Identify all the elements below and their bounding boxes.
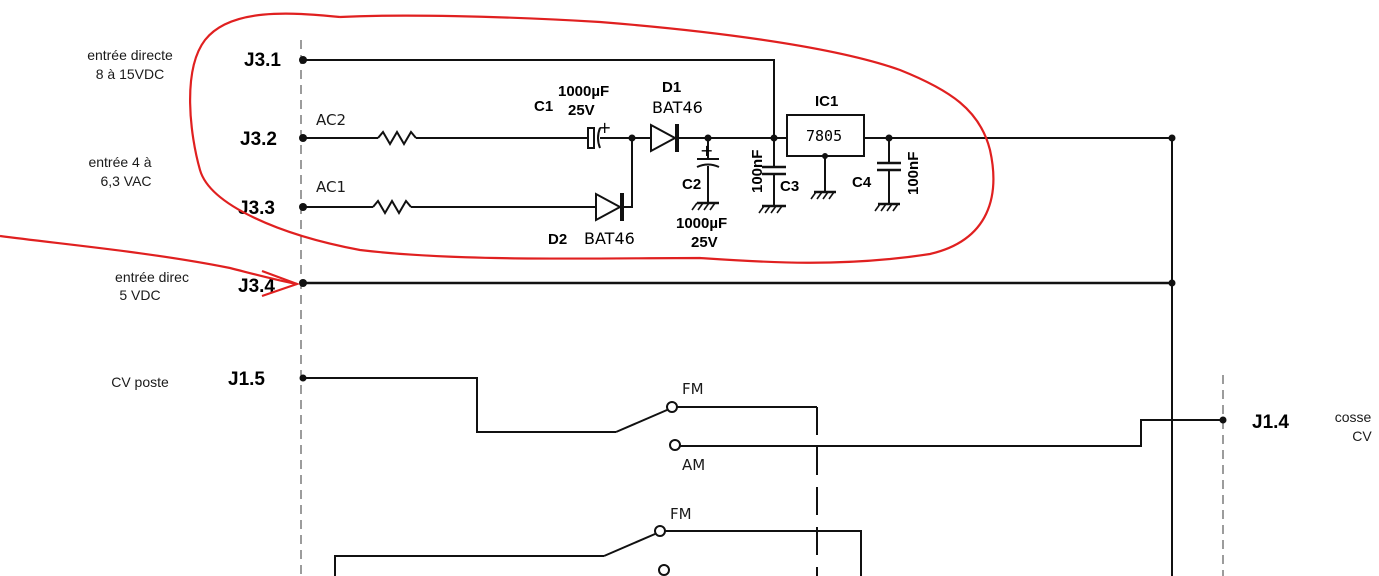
switch-2-fm-label: FM bbox=[670, 505, 692, 523]
pin-j3-3 bbox=[299, 203, 307, 211]
capacitor-c3 bbox=[758, 138, 786, 214]
svg-text:cosse: cosse bbox=[1335, 409, 1372, 425]
switch-1-am-label: AM bbox=[682, 456, 705, 474]
net-label-ac1: AC1 bbox=[316, 178, 346, 196]
switch-1-blade bbox=[615, 409, 668, 433]
capacitor-c1: + bbox=[587, 118, 611, 149]
wire-switch-2-fm bbox=[665, 530, 862, 576]
connector-j1-4: J1.4 bbox=[1252, 412, 1289, 433]
annotation-circle bbox=[189, 12, 995, 264]
c3-name: C3 bbox=[780, 178, 799, 195]
ic1-part: 7805 bbox=[806, 127, 842, 145]
ic1-name: IC1 bbox=[815, 93, 838, 110]
switch-1-fm-contact bbox=[666, 401, 678, 413]
wire-j3-1 bbox=[303, 59, 775, 138]
c2-name: C2 bbox=[682, 176, 701, 193]
c2-value: 1000µF bbox=[676, 215, 727, 232]
wire-switch-1-am bbox=[680, 419, 1223, 447]
side-label-ac: entrée 4 à 6,3 VAC bbox=[88, 154, 151, 189]
resistor-ac1 bbox=[372, 199, 412, 215]
pin-j3-1 bbox=[299, 56, 307, 64]
connector-j3-2: J3.2 bbox=[240, 129, 277, 150]
svg-text:entrée directe: entrée directe bbox=[87, 47, 173, 63]
svg-text:+: + bbox=[598, 118, 611, 137]
pin-j3-4 bbox=[299, 279, 307, 287]
c2-voltage: 25V bbox=[691, 234, 718, 251]
svg-text:+: + bbox=[700, 141, 713, 160]
connector-j3-4: J3.4 bbox=[238, 276, 275, 297]
capacitor-c4 bbox=[874, 138, 901, 212]
pin-j3-2 bbox=[299, 134, 307, 142]
switch-2-fm-contact bbox=[654, 525, 666, 537]
d1-part: BAT46 bbox=[652, 98, 703, 117]
c1-name: C1 bbox=[534, 98, 553, 115]
svg-text:8 à 15VDC: 8 à 15VDC bbox=[96, 66, 164, 82]
svg-text:entrée 4 à: entrée 4 à bbox=[88, 154, 151, 170]
side-label-5vdc: entrée direc 5 VDC bbox=[115, 269, 189, 303]
c1-voltage: 25V bbox=[568, 102, 595, 119]
connector-j1-5: J1.5 bbox=[228, 369, 265, 390]
switch-1-fm-label: FM bbox=[682, 380, 704, 398]
regulator-ic1 bbox=[786, 114, 865, 157]
side-label-cosse: cosse CV bbox=[1335, 409, 1373, 444]
resistor-ac2 bbox=[377, 130, 417, 146]
d2-part: BAT46 bbox=[584, 229, 635, 248]
connector-j3-1: J3.1 bbox=[244, 50, 281, 71]
c4-name: C4 bbox=[852, 174, 872, 191]
d2-name: D2 bbox=[548, 231, 567, 248]
diode-d1 bbox=[650, 123, 679, 153]
node-rail-top bbox=[1168, 134, 1176, 142]
annotation-arrowhead bbox=[261, 269, 301, 298]
switch-2-blade bbox=[603, 533, 656, 557]
side-label-cv-poste: CV poste bbox=[111, 374, 169, 390]
c1-value: 1000µF bbox=[558, 83, 609, 100]
wire-j1-5 bbox=[303, 377, 616, 433]
c3-value: 100nF bbox=[749, 150, 766, 193]
connector-j3-3: J3.3 bbox=[238, 198, 275, 219]
annotation-arrow bbox=[0, 234, 298, 286]
net-label-ac2: AC2 bbox=[316, 111, 346, 129]
c4-value: 100nF bbox=[905, 152, 922, 195]
wire-d2-to-node bbox=[624, 138, 633, 208]
wire-switch-2-input bbox=[334, 555, 604, 576]
switch-1-am-contact bbox=[669, 439, 681, 451]
side-label-direct: entrée directe 8 à 15VDC bbox=[87, 47, 173, 82]
svg-text:5 VDC: 5 VDC bbox=[119, 287, 160, 303]
switch-2-am-contact bbox=[658, 564, 670, 576]
ic1-ground bbox=[810, 153, 836, 200]
svg-text:6,3 VAC: 6,3 VAC bbox=[100, 173, 151, 189]
d1-name: D1 bbox=[662, 79, 681, 96]
capacitor-c2: + bbox=[691, 138, 720, 211]
svg-text:entrée direc: entrée direc bbox=[115, 269, 189, 285]
diode-d2 bbox=[595, 192, 624, 222]
svg-text:CV: CV bbox=[1352, 428, 1372, 444]
